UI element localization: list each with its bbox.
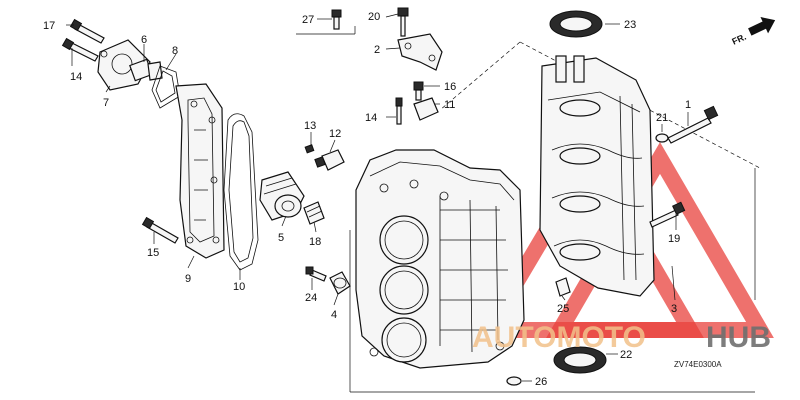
front-direction-indicator: FR. — [730, 17, 776, 47]
plug-13-part — [304, 144, 315, 154]
bolt-19-part — [649, 201, 686, 228]
fitting-18-part — [303, 201, 325, 225]
direction-arrow-icon — [748, 17, 776, 36]
diagram-code: ZV74E0300A — [674, 360, 722, 369]
callout-8: 8 — [172, 45, 178, 57]
callout-24: 24 — [305, 292, 317, 304]
callout-21: 21 — [656, 112, 668, 124]
oil-seal-23-part — [549, 10, 603, 38]
callout-26: 26 — [535, 376, 547, 388]
oil-seal-22-part — [553, 346, 607, 374]
callout-2: 2 — [374, 44, 380, 56]
callout-14-left: 14 — [70, 71, 82, 83]
pin-26-part — [506, 376, 522, 386]
bolt-20-part — [397, 7, 409, 37]
bracket-11-part — [413, 97, 439, 121]
watermark-brand-main: AUTOMOTO — [472, 321, 646, 354]
callout-12: 12 — [329, 128, 341, 140]
watermark-text: AUTOMOTO HUB — [472, 321, 771, 354]
dowel-25-part — [555, 277, 571, 297]
callout-11: 11 — [444, 99, 455, 111]
callout-23: 23 — [624, 19, 636, 31]
exhaust-cover-9-part — [175, 83, 225, 259]
direction-label: FR. — [730, 32, 747, 47]
callout-16: 16 — [444, 81, 456, 93]
callout-6: 6 — [141, 34, 147, 46]
callout-22: 22 — [620, 349, 632, 361]
gasket-10-part — [223, 113, 259, 271]
bolt-14-left-part — [61, 37, 99, 62]
callout-13: 13 — [304, 120, 316, 132]
oil-switch-12-part — [314, 149, 345, 171]
gasket-8-part — [151, 65, 181, 109]
bracket-2-part — [397, 33, 443, 71]
thermostat-cover-part — [97, 39, 163, 91]
callout-9: 9 — [185, 273, 191, 285]
callout-labels: 17 14 7 6 8 27 20 2 23 16 11 14 13 12 1 … — [43, 11, 691, 388]
callout-19: 19 — [668, 233, 680, 245]
callout-10: 10 — [233, 281, 245, 293]
callout-4: 4 — [331, 309, 337, 321]
callout-27: 27 — [302, 14, 314, 26]
callout-5: 5 — [278, 232, 284, 244]
callout-15: 15 — [147, 247, 159, 259]
oil-filter-5-part — [259, 171, 305, 221]
washer-21-part — [655, 133, 669, 143]
bolt-1-part — [667, 105, 719, 144]
callout-20: 20 — [368, 11, 380, 23]
callout-1: 1 — [685, 99, 691, 111]
callout-25: 25 — [557, 303, 569, 315]
bolt-24-part — [305, 266, 327, 282]
cylinder-block-part — [355, 149, 525, 369]
callout-17: 17 — [43, 20, 55, 32]
sensor-14-part — [395, 97, 403, 125]
watermark-brand-hub: HUB — [706, 321, 771, 354]
crankcase-3-part — [539, 55, 655, 297]
callout-3: 3 — [671, 303, 677, 315]
callout-7: 7 — [103, 97, 109, 109]
leader-lines — [66, 13, 689, 382]
callout-18: 18 — [309, 236, 321, 248]
bolt-16-part — [413, 81, 424, 101]
bolt-17-part — [69, 18, 105, 44]
cap-4-part — [329, 271, 351, 295]
callout-14-right: 14 — [365, 112, 377, 124]
bolt-15-part — [141, 216, 179, 244]
bolt-27-part — [331, 9, 342, 30]
